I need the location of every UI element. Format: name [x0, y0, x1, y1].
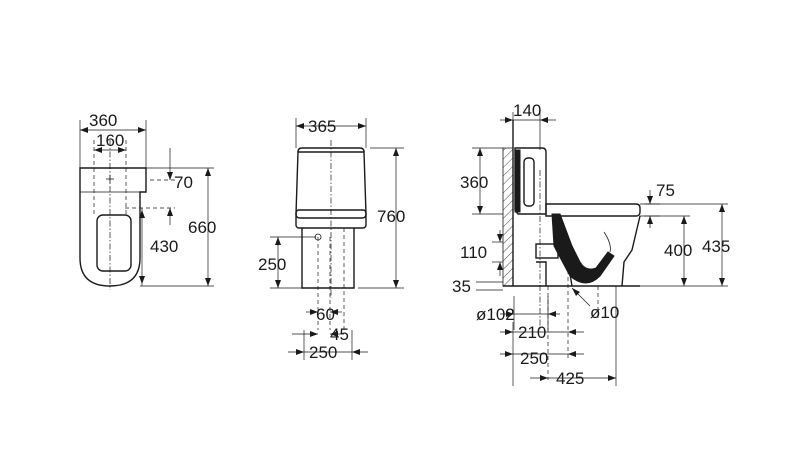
dim-side-250: 250: [520, 349, 548, 368]
dim-side-110: 110: [460, 243, 487, 262]
top-view-outline: [79, 167, 147, 287]
dim-top-660: 660: [188, 218, 216, 237]
dim-side-diameter-10: ø10: [590, 303, 619, 322]
front-view-cistern: [295, 151, 367, 219]
dim-front-365: 365: [308, 117, 336, 136]
side-view-outlet: [535, 243, 559, 259]
dim-front-45: 45: [330, 325, 349, 344]
dim-front-250-width: 250: [309, 343, 337, 362]
dim-side-140: 140: [513, 101, 541, 120]
dim-top-160: 160: [96, 131, 124, 150]
dim-side-400: 400: [664, 241, 692, 260]
dim-side-210: 210: [518, 323, 546, 342]
dim-side-360: 360: [460, 173, 488, 192]
side-view-seat: [545, 203, 641, 217]
dim-side-diameter-102: ø102: [476, 305, 515, 324]
dim-side-435: 435: [702, 237, 730, 256]
dim-top-360: 360: [89, 111, 117, 130]
wall-hatch: [502, 147, 514, 287]
dim-top-430: 430: [150, 237, 178, 256]
dim-front-250-height: 250: [258, 255, 286, 274]
side-view-cistern: [514, 147, 547, 215]
front-view-pedestal: [301, 228, 355, 289]
side-view: 140 360 110 35 75 400: [452, 101, 730, 388]
dim-top-70: 70: [174, 173, 193, 192]
dim-front-60: 60: [316, 305, 335, 324]
top-view: 360 160 70 660 430: [79, 111, 216, 290]
dim-front-760: 760: [377, 207, 405, 226]
dim-side-425: 425: [556, 369, 584, 388]
side-view-trap: [551, 213, 615, 284]
dim-side-35: 35: [452, 277, 471, 296]
flush-mechanism: [523, 157, 535, 207]
dim-side-75: 75: [656, 181, 675, 200]
top-view-seat-inner: [96, 214, 132, 272]
front-view: 365 760 250 60 45 250: [258, 117, 405, 362]
